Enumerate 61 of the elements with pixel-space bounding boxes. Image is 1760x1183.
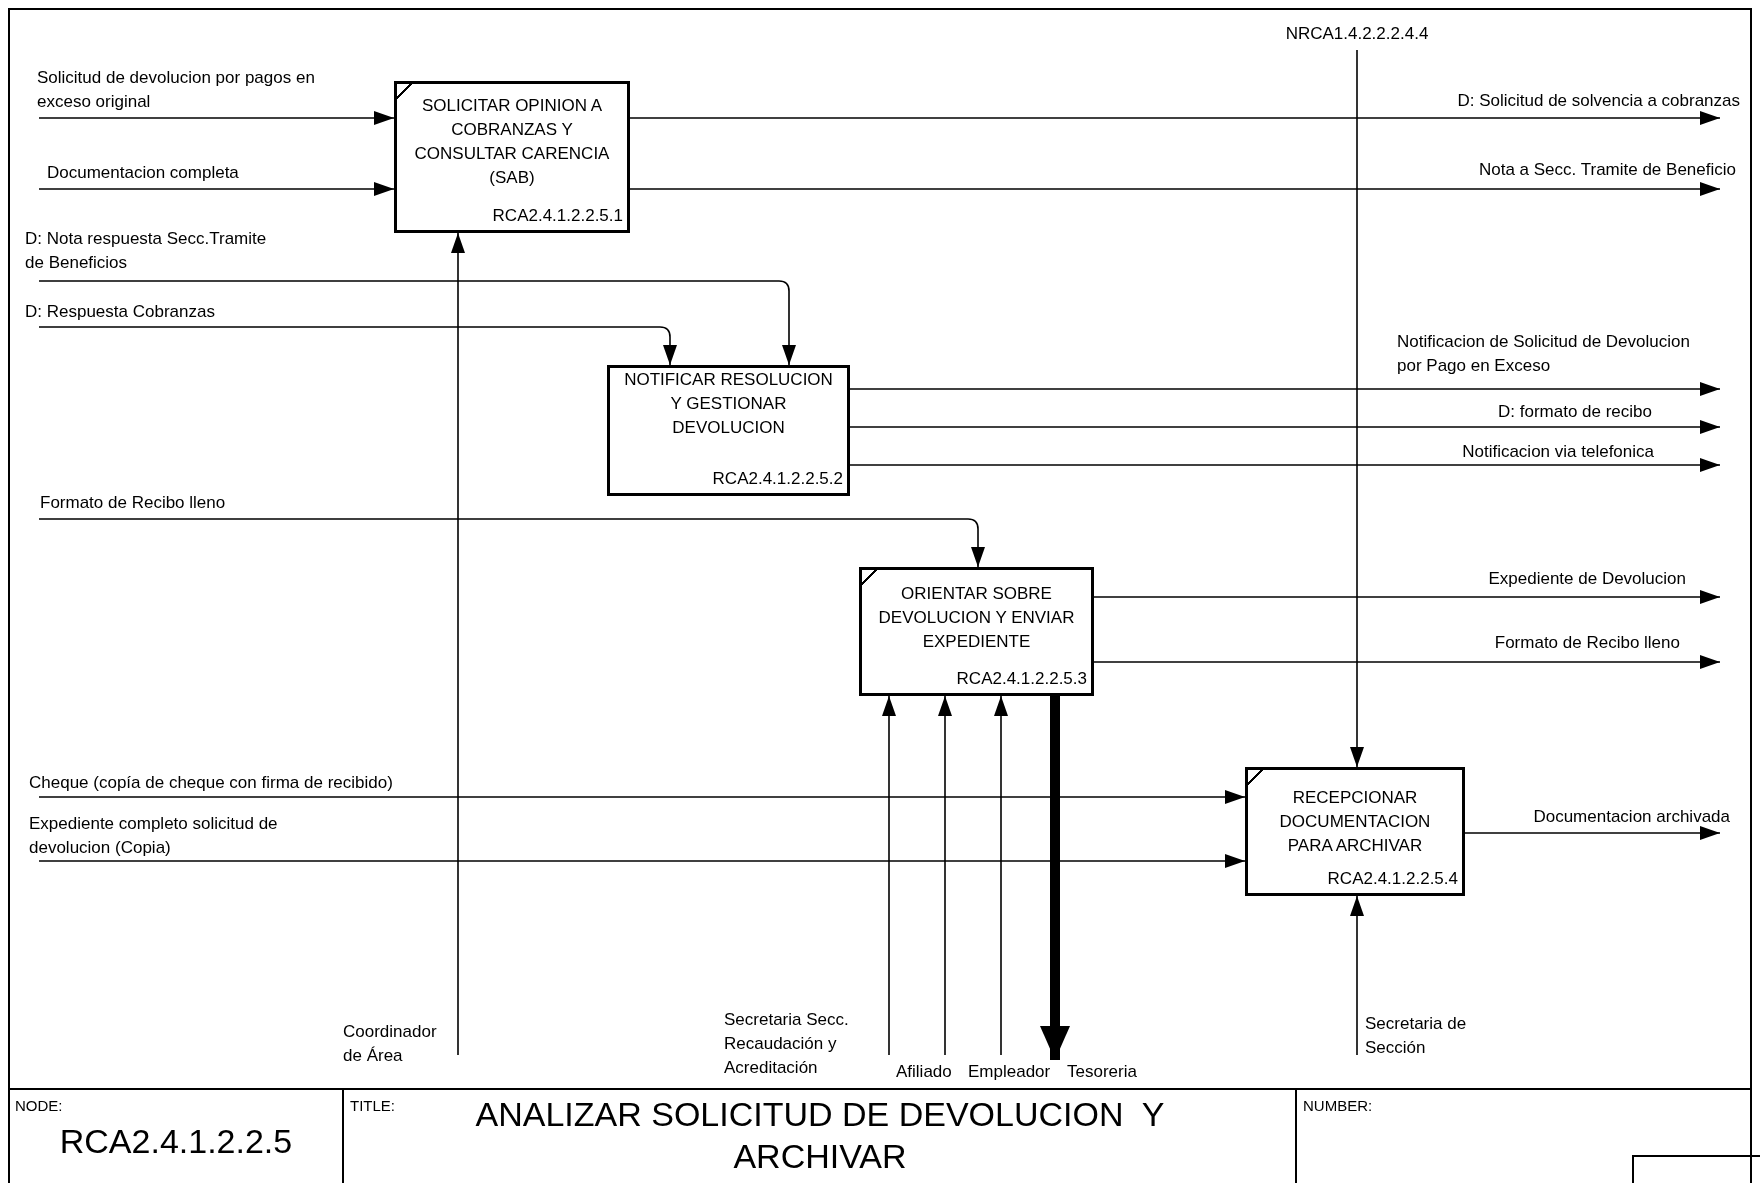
arrow [38, 518, 985, 568]
edge-label: Empleador [968, 1061, 1051, 1083]
edge-label: Solicitud de devolucion por pagos en exceso original [37, 67, 316, 113]
arrow [451, 232, 465, 1056]
node-number: RCA2.4.1.2.2.5.4 [1327, 869, 1458, 889]
node-number: RCA2.4.1.2.2.5.2 [712, 469, 843, 489]
process-box [394, 81, 630, 233]
arrow [629, 182, 1721, 196]
node-number: RCA2.4.1.2.2.5.3 [956, 669, 1087, 689]
arrow [38, 854, 1246, 868]
arrow [849, 458, 1721, 472]
edge-label: Documentacion archivada [1533, 806, 1730, 828]
edge-label: D: Solicitud de solvencia a cobranzas [1457, 90, 1740, 112]
node-number: RCA2.4.1.2.2.5 [58, 1122, 294, 1161]
edge-label: NRCA1.4.2.2.2.4.4 [1284, 23, 1430, 45]
edge-label: Documentacion completa [47, 162, 239, 184]
process-title: NOTIFICAR RESOLUCION Y GESTIONAR DEVOLUCION [623, 369, 834, 439]
arrow [849, 382, 1721, 396]
edge-label: D: Respuesta Cobranzas [25, 301, 215, 323]
diagram-title: ANALIZAR SOLICITUD DE DEVOLUCION Y ARCHIVAR [474, 1094, 1166, 1177]
edge-label: Secretaria de Sección [1365, 1013, 1468, 1059]
arrow [938, 695, 952, 1056]
arrow [1040, 696, 1070, 1060]
arrow [38, 182, 395, 196]
arrow [1464, 826, 1721, 840]
edge-label: D: Nota respuesta Secc.Tramite de Beneficios [25, 228, 268, 274]
arrow [38, 326, 677, 366]
edge-label: Notificacion de Solicitud de Devolucion por Pago en Exceso [1397, 331, 1691, 377]
arrow [1350, 49, 1364, 768]
edge-label: Secretaria Secc. Recaudación y Acreditación [724, 1009, 850, 1079]
edge-label: Tesoreria [1067, 1061, 1137, 1083]
arrow [38, 790, 1246, 804]
arrow [882, 695, 896, 1056]
edge-label: Nota a Secc. Tramite de Beneficio [1478, 159, 1736, 181]
edge-label: Expediente completo solicitud de devolucion (Copia) [29, 813, 279, 859]
arrow [1093, 590, 1721, 604]
process-box [859, 567, 1094, 696]
arrow [629, 111, 1721, 125]
edge-label: Coordinador de Área [343, 1021, 438, 1067]
arrow [38, 111, 395, 125]
edge-label: Formato de Recibo lleno [40, 492, 226, 514]
arrow [1093, 655, 1721, 669]
process-box [607, 365, 850, 496]
arrow [1350, 895, 1364, 1056]
arrow [994, 695, 1008, 1056]
process-title: ORIENTAR SOBRE DEVOLUCION Y ENVIAR EXPEDIENTE [877, 583, 1076, 653]
arrow [38, 280, 796, 366]
field-label: TITLE: [350, 1097, 395, 1114]
process-title: SOLICITAR OPINION A COBRANZAS Y CONSULTAR CARENCIA (SAB) [413, 95, 611, 189]
edge-label: Formato de Recibo lleno [1494, 632, 1680, 654]
node-number: RCA2.4.1.2.2.5.1 [492, 206, 623, 226]
edge-label: Afiliado [896, 1061, 952, 1083]
edge-label: D: formato de recibo [1498, 401, 1652, 423]
field-label: NUMBER: [1303, 1097, 1373, 1114]
process-title: RECEPCIONAR DOCUMENTACION PARA ARCHIVAR [1278, 787, 1432, 857]
edge-label: Cheque (copía de cheque con firma de recibido) [29, 772, 393, 794]
process-box [1245, 767, 1465, 896]
edge-label: Expediente de Devolucion [1488, 568, 1686, 590]
edge-label: Notificacion via telefonica [1462, 441, 1654, 463]
field-label: NODE: [15, 1097, 63, 1114]
arrow [849, 420, 1721, 434]
